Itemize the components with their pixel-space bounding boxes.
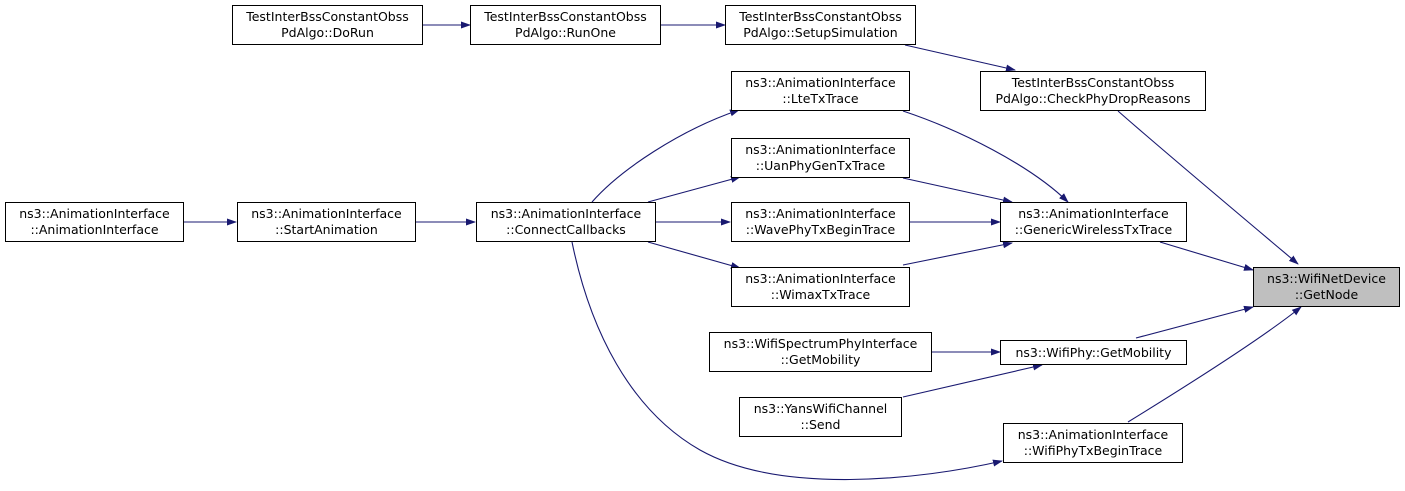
node-getnode-line2: ::GetNode [1295, 287, 1359, 302]
node-checkphydropreasons-line1: TestInterBssConstantObss [1011, 75, 1175, 90]
edge-wifiphygetmobility-getnode [1135, 305, 1254, 339]
edge-connectcallbacks-wifiphytxbegintrace [571, 241, 1003, 481]
node-wifispectrumgetmobility-line2: ::GetMobility [781, 352, 861, 367]
node-setupsimulation[interactable]: TestInterBssConstantObss PdAlgo::SetupSi… [725, 5, 916, 45]
node-dorun-line2: PdAlgo::DoRun [281, 25, 374, 40]
node-uanphygentxtrace-line2: ::UanPhyGenTxTrace [756, 158, 886, 173]
node-connectcallbacks-line1: ns3::AnimationInterface [491, 206, 642, 221]
node-runone-line1: TestInterBssConstantObss [483, 9, 647, 24]
edge-connectcallbacks-wimaxtxtrace [647, 241, 741, 269]
edge-connectcallbacks-uanphygentxtrace [647, 175, 741, 203]
node-startanimation-line1: ns3::AnimationInterface [251, 206, 402, 221]
node-checkphydropreasons[interactable]: TestInterBssConstantObss PdAlgo::CheckPh… [980, 71, 1206, 111]
node-connectcallbacks-line2: ::ConnectCallbacks [506, 222, 626, 237]
node-wimaxtxtrace-line1: ns3::AnimationInterface [745, 271, 896, 286]
edge-wimaxtxtrace-genericwirelesstxtrace [902, 241, 1013, 266]
node-wavephytxbegintrace-line1: ns3::AnimationInterface [745, 206, 896, 221]
node-ltetxtrace[interactable]: ns3::AnimationInterface ::LteTxTrace [731, 71, 910, 111]
node-dorun[interactable]: TestInterBssConstantObss PdAlgo::DoRun [232, 5, 423, 45]
node-dorun-line1: TestInterBssConstantObss [245, 9, 409, 24]
node-uanphygentxtrace[interactable]: ns3::AnimationInterface ::UanPhyGenTxTra… [731, 138, 910, 178]
node-genericwirelesstxtrace-line1: ns3::AnimationInterface [1018, 206, 1169, 221]
edge-connectcallbacks-ltetxtrace [591, 109, 740, 203]
edge-wifiphytxbegintrace-getnode [1127, 306, 1302, 423]
node-wavephytxbegintrace-line2: ::WavePhyTxBeginTrace [746, 222, 896, 237]
node-wifiphytxbegintrace-line1: ns3::AnimationInterface [1018, 427, 1169, 442]
node-ltetxtrace-line1: ns3::AnimationInterface [745, 75, 896, 90]
edge-checkphydropreasons-getnode [1117, 110, 1299, 265]
node-wavephytxbegintrace[interactable]: ns3::AnimationInterface ::WavePhyTxBegin… [731, 202, 910, 242]
edge-yanssend-wifiphygetmobility [902, 363, 1043, 398]
node-wifispectrumgetmobility-line1: ns3::WifiSpectrumPhyInterface [724, 336, 918, 351]
edge-ltetxtrace-genericwirelesstxtrace [902, 110, 1069, 203]
edge-setupsimulation-checkphydropreasons [904, 44, 1016, 72]
edge-genericwirelesstxtrace-getnode [1159, 241, 1254, 271]
node-yanssend-line2: ::Send [801, 417, 841, 432]
node-getnode[interactable]: ns3::WifiNetDevice ::GetNode [1253, 267, 1400, 307]
node-wifiphygetmobility-line1: ns3::WifiPhy::GetMobility [1016, 345, 1173, 360]
node-wifispectrumgetmobility[interactable]: ns3::WifiSpectrumPhyInterface ::GetMobil… [709, 332, 932, 372]
node-checkphydropreasons-line2: PdAlgo::CheckPhyDropReasons [996, 91, 1191, 106]
node-setupsimulation-line2: PdAlgo::SetupSimulation [743, 25, 897, 40]
edge-uanphygentxtrace-genericwirelesstxtrace [902, 177, 1013, 204]
node-genericwirelesstxtrace-line2: ::GenericWirelessTxTrace [1015, 222, 1173, 237]
node-runone-line2: PdAlgo::RunOne [515, 25, 616, 40]
node-genericwirelesstxtrace[interactable]: ns3::AnimationInterface ::GenericWireles… [1000, 202, 1187, 242]
node-startanimation[interactable]: ns3::AnimationInterface ::StartAnimation [237, 202, 416, 242]
node-startanimation-line2: ::StartAnimation [275, 222, 378, 237]
node-wimaxtxtrace[interactable]: ns3::AnimationInterface ::WimaxTxTrace [731, 267, 910, 307]
node-yanssend-line1: ns3::YansWifiChannel [754, 401, 888, 416]
node-wifiphygetmobility[interactable]: ns3::WifiPhy::GetMobility [1000, 340, 1187, 365]
node-uanphygentxtrace-line1: ns3::AnimationInterface [745, 142, 896, 157]
node-ltetxtrace-line2: ::LteTxTrace [782, 91, 858, 106]
node-wimaxtxtrace-line2: ::WimaxTxTrace [771, 287, 871, 302]
node-wifiphytxbegintrace-line2: ::WifiPhyTxBeginTrace [1024, 443, 1163, 458]
node-connectcallbacks[interactable]: ns3::AnimationInterface ::ConnectCallbac… [476, 202, 656, 242]
node-animationinterface[interactable]: ns3::AnimationInterface ::AnimationInter… [5, 202, 184, 242]
node-animationinterface-line2: ::AnimationInterface [30, 222, 158, 237]
node-wifiphytxbegintrace[interactable]: ns3::AnimationInterface ::WifiPhyTxBegin… [1003, 423, 1183, 463]
node-setupsimulation-line1: TestInterBssConstantObss [738, 9, 902, 24]
node-getnode-line1: ns3::WifiNetDevice [1267, 271, 1386, 286]
node-yanssend[interactable]: ns3::YansWifiChannel ::Send [739, 397, 902, 437]
node-runone[interactable]: TestInterBssConstantObss PdAlgo::RunOne [470, 5, 661, 45]
node-animationinterface-line1: ns3::AnimationInterface [19, 206, 170, 221]
